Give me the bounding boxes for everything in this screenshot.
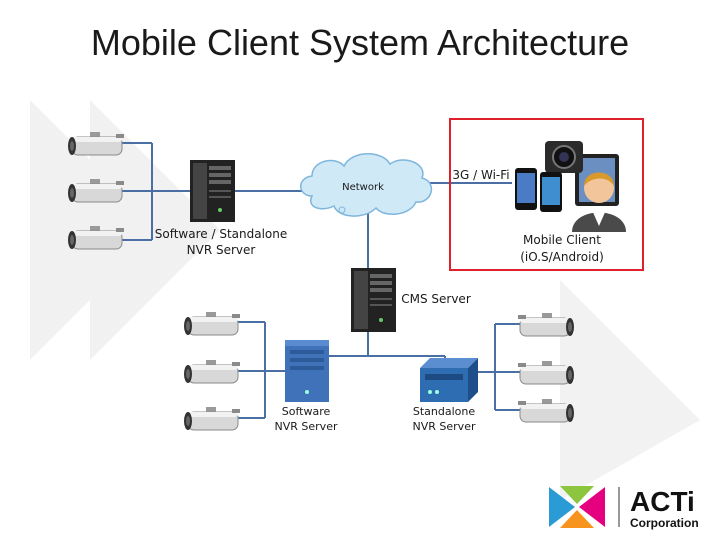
standalone-nvr-box-icon (420, 358, 478, 402)
acti-logo-text: ACTi Corporation (630, 486, 699, 531)
standalone-nvr-label-line2: NVR Server (412, 420, 476, 433)
camera-icon (183, 406, 241, 431)
mobile-client-highlight-box (449, 118, 644, 271)
network-cloud-icon (300, 153, 433, 217)
cms-server-tower-icon (351, 268, 396, 332)
page-title: Mobile Client System Architecture (90, 22, 630, 63)
wireless-label: 3G / Wi-Fi (452, 168, 510, 182)
logo-subtitle: Corporation (630, 516, 699, 530)
software-nvr-label-line2: NVR Server (274, 420, 338, 433)
camera-icon (183, 359, 241, 384)
software-nvr-server-icon (285, 340, 329, 402)
cms-server-label: CMS Server (401, 292, 471, 306)
user-person-icon (572, 172, 626, 232)
mobile-client-label-line1: Mobile Client (523, 233, 601, 247)
mobile-client-label-line2: (iO.S/Android) (520, 250, 604, 264)
software-nvr-label-line1: Software (281, 405, 331, 418)
nvr-server-tower-icon (190, 160, 235, 222)
logo-brand: ACTi (630, 486, 695, 517)
acti-logo-icon (549, 486, 620, 528)
standalone-nvr-label-line1: Standalone (412, 405, 476, 418)
network-label: Network (342, 182, 384, 193)
sw-standalone-nvr-label-line1: Software / Standalone (154, 227, 288, 241)
sw-standalone-nvr-label-line2: NVR Server (186, 243, 256, 257)
camera-icon (183, 311, 241, 336)
